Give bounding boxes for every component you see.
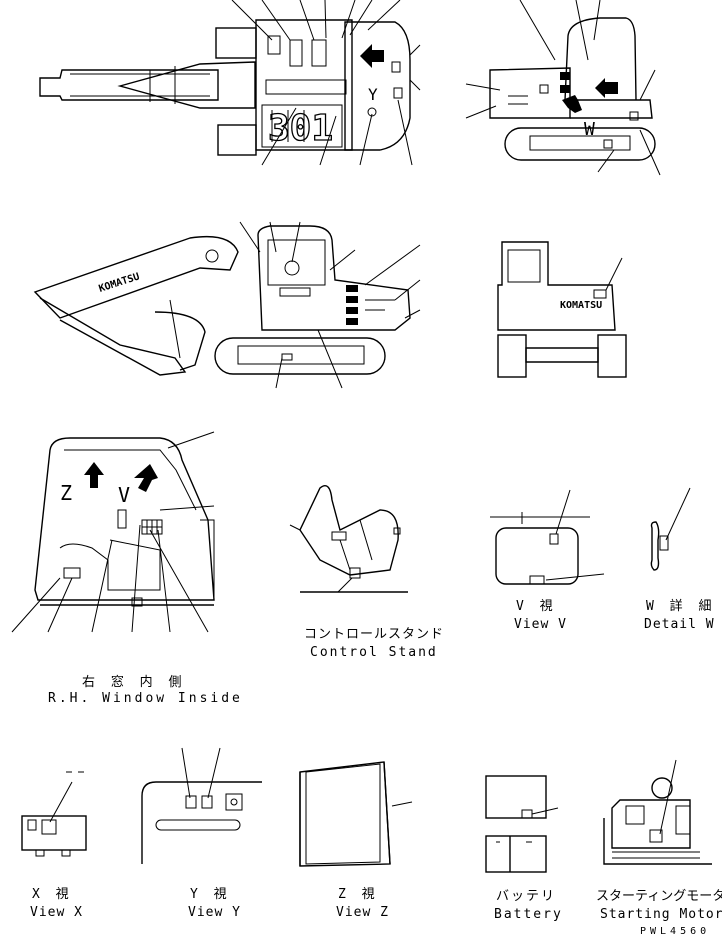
view-y [141, 747, 262, 864]
view-x-label-en: View X [30, 905, 83, 920]
control-stand-label-en: Control Stand [310, 645, 438, 660]
excavator-side-view-small: W [465, 0, 661, 176]
arrow-icon-right [134, 464, 158, 492]
starting-motor-label-jp: スターティングモータ [596, 889, 722, 904]
starting-motor [603, 759, 712, 865]
rh-window-label-en: R.H. Window Inside [48, 691, 243, 706]
arrow-icon-up [84, 462, 104, 488]
brand-rear: KOMATSU [560, 300, 602, 311]
control-stand [289, 485, 408, 593]
excavator-rear-view: KOMATSU [497, 241, 627, 378]
view-v-label-en: View V [514, 617, 567, 632]
rh-window-inside: Z V [11, 431, 215, 633]
detail-w-label-jp: W 詳 細 [646, 598, 715, 614]
arrow-icon [360, 44, 384, 68]
view-letter-w: W [584, 119, 595, 140]
starting-motor-label-en: Starting Motor [600, 907, 722, 922]
view-z-label-en: View Z [336, 905, 389, 920]
view-v [490, 489, 605, 585]
rh-window-label-jp: 右 窓 内 側 [82, 674, 185, 690]
battery-label-en: Battery [494, 907, 563, 922]
view-v-label-jp: V 視 [516, 599, 557, 614]
detail-w-label-en: Detail W [644, 617, 715, 632]
view-y-label-en: View Y [188, 905, 241, 920]
boom-number: 301 [268, 108, 333, 149]
excavator-top-view: 301 Y [39, 0, 421, 166]
view-letter-y: Y [368, 85, 378, 104]
view-x-label-jp: X 視 [32, 887, 73, 902]
control-stand-label-jp: コントロールスタンド [304, 627, 444, 642]
view-x [21, 771, 87, 857]
view-z [299, 761, 413, 867]
view-letter-z: Z [60, 481, 72, 505]
view-letter-v: V [118, 483, 130, 507]
view-z-label-jp: Z 視 [338, 887, 379, 902]
view-y-label-jp: Y 視 [190, 887, 231, 902]
battery-label-jp: バッテリ [496, 889, 556, 904]
excavator-side-view-large: KOMATSU [33, 221, 421, 389]
detail-w [650, 487, 691, 571]
battery [485, 775, 559, 873]
drawing-code: PWL4560 [640, 926, 710, 937]
